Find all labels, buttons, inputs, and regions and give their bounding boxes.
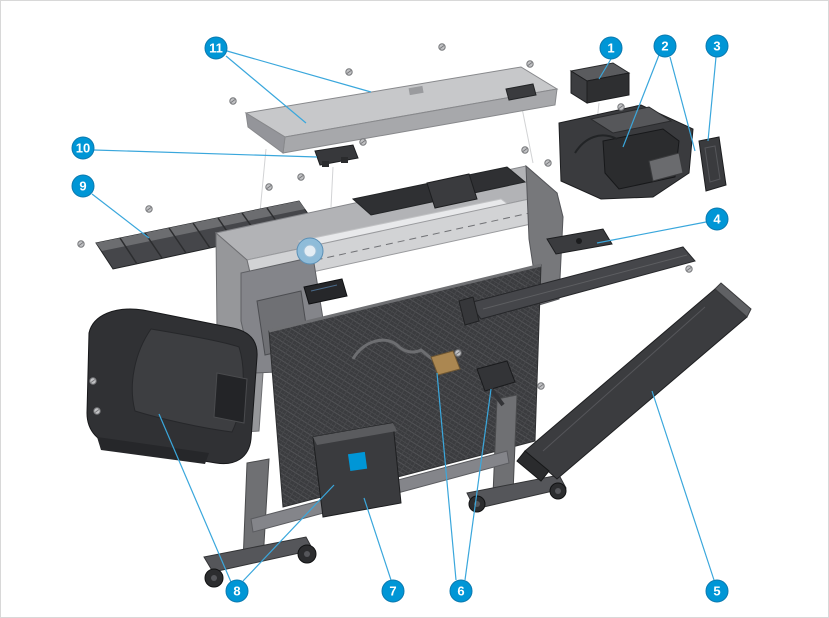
callouts: 1 2 3 4 5 6 7 8 [71,34,729,603]
printer-body [214,164,564,434]
callout-4-label: 4 [713,212,721,227]
part-5-front-cover [516,282,752,482]
callout-10-label: 10 [76,141,90,156]
callout-2-label: 2 [661,39,668,54]
callout-9-label: 9 [79,179,86,194]
callout-11: 11 [204,36,228,60]
callout-6: 6 [449,579,473,603]
part-10-bracket [314,144,359,167]
part-8-left-cover [86,308,258,465]
callout-8: 8 [225,579,249,603]
part-2-assembly [558,104,694,200]
callout-1-label: 1 [607,41,614,56]
callout-2: 2 [653,34,677,58]
callout-4: 4 [705,207,729,231]
channel-beam-part [458,246,696,326]
callout-7-label: 7 [389,584,396,599]
hp-logo-badge [347,451,368,472]
callout-3-label: 3 [713,39,720,54]
cover-clip-part [505,83,537,101]
part-4-bracket [546,228,613,255]
callout-7: 7 [381,579,405,603]
callout-8-label: 8 [233,584,240,599]
callout-11-label: 11 [209,41,223,56]
screw-fasteners [77,43,693,415]
part-7-ink-door [312,422,402,518]
callout-leader-lines [91,50,717,583]
part-6-sensor-and-wire [351,338,516,407]
callout-1: 1 [599,36,623,60]
callout-10: 10 [71,136,95,160]
callout-5-label: 5 [713,584,720,599]
part-9-rear-cover [95,200,317,270]
top-cover-part [244,66,559,154]
callout-9: 9 [71,174,95,198]
callout-6-label: 6 [457,584,464,599]
part-3-panel [698,136,727,192]
callout-5: 5 [705,579,729,603]
part-1-cover-box [569,62,631,104]
callout-3: 3 [705,34,729,58]
